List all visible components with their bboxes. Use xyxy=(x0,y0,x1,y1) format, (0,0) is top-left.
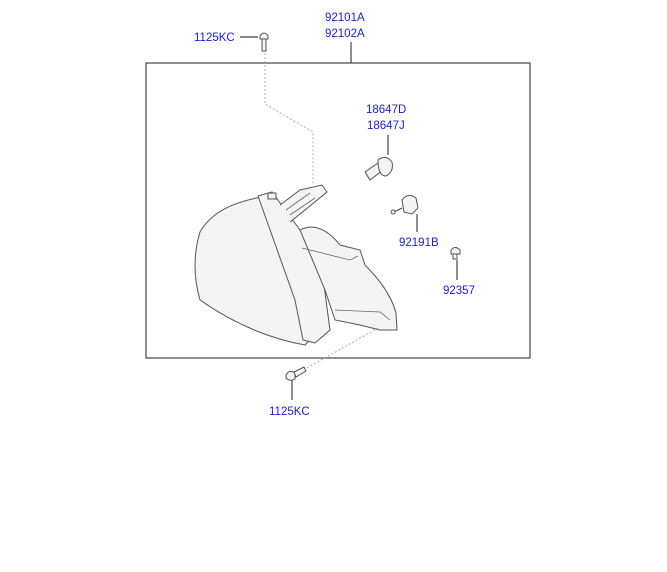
bolt-top-icon[interactable] xyxy=(240,32,269,52)
actuator-icon[interactable] xyxy=(390,194,419,232)
assembly-frame xyxy=(145,62,531,359)
label-18647J[interactable]: 18647J xyxy=(367,120,405,132)
label-1125KC-bottom[interactable]: 1125KC xyxy=(269,406,310,418)
label-92101A[interactable]: 92101A xyxy=(325,12,365,24)
bolt-bottom-icon[interactable] xyxy=(285,366,307,400)
headlamp-assembly-icon[interactable] xyxy=(194,184,398,346)
label-92357[interactable]: 92357 xyxy=(443,285,475,297)
bolt-bottom-guide xyxy=(299,327,379,373)
label-92102A[interactable]: 92102A xyxy=(325,28,365,40)
label-92191B[interactable]: 92191B xyxy=(399,237,439,249)
bulb-icon[interactable] xyxy=(364,135,393,181)
label-1125KC-top[interactable]: 1125KC xyxy=(194,32,235,44)
screw-icon[interactable] xyxy=(450,247,461,281)
label-18647D[interactable]: 18647D xyxy=(366,104,406,116)
bolt-top-guide xyxy=(264,53,314,185)
